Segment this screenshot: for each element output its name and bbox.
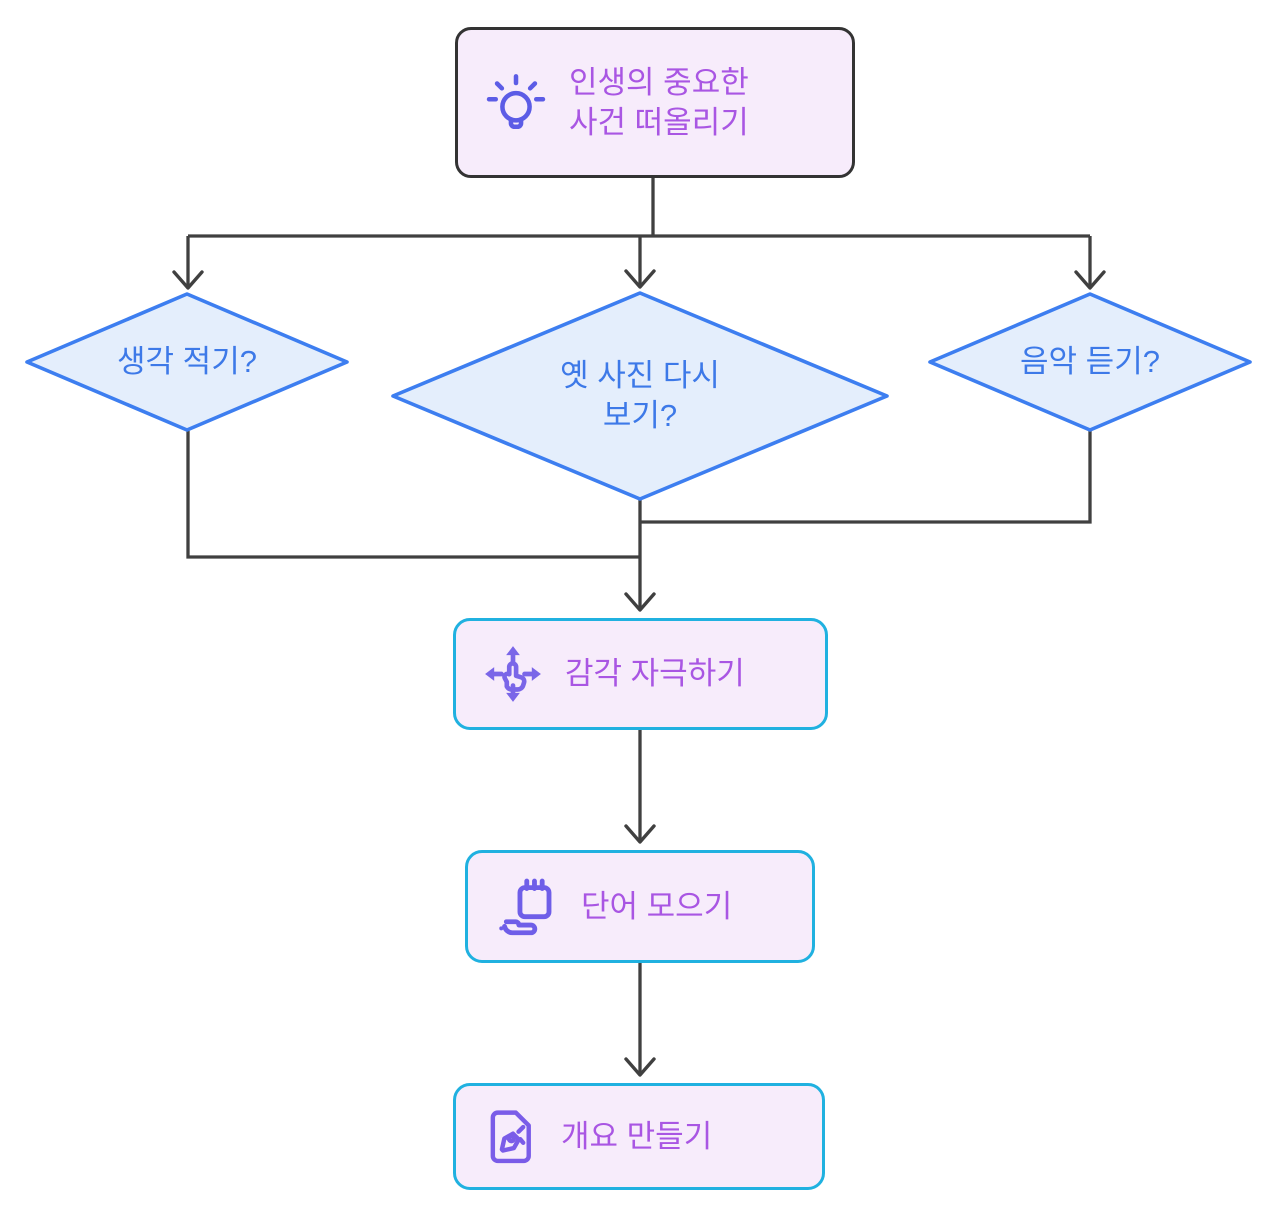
- node-collect-words: 단어 모으기: [465, 850, 815, 963]
- diamond-label-old-photos: 옛 사진 다시 보기?: [560, 358, 720, 433]
- node-label: 단어 모으기: [581, 888, 733, 924]
- notepad-hand-icon: [499, 878, 552, 935]
- edge-listen-music-merge: [640, 430, 1092, 524]
- node-label: 인생의 중요한 사건 떠올리기: [569, 64, 749, 140]
- node-label: 감각 자극하기: [565, 656, 745, 691]
- lightbulb-icon: [486, 73, 546, 129]
- diamond-label-listen-music: 음악 듣기?: [1020, 344, 1160, 379]
- node-stimulate-senses: 감각 자극하기: [453, 618, 828, 730]
- diamond-label-write-thoughts: 생각 적기?: [117, 344, 257, 379]
- edge-write-thoughts-merge: [186, 430, 640, 559]
- node-label: 개요 만들기: [561, 1118, 713, 1154]
- diamond-listen-music: [928, 292, 1252, 432]
- node-recall-life-events: 인생의 중요한 사건 떠올리기: [455, 27, 855, 178]
- diamond-old-photos: [391, 291, 889, 501]
- touch-move-icon: [485, 646, 541, 702]
- node-make-outline: 개요 만들기: [453, 1083, 825, 1190]
- diamond-write-thoughts: [25, 292, 349, 432]
- document-pen-icon: [490, 1109, 531, 1163]
